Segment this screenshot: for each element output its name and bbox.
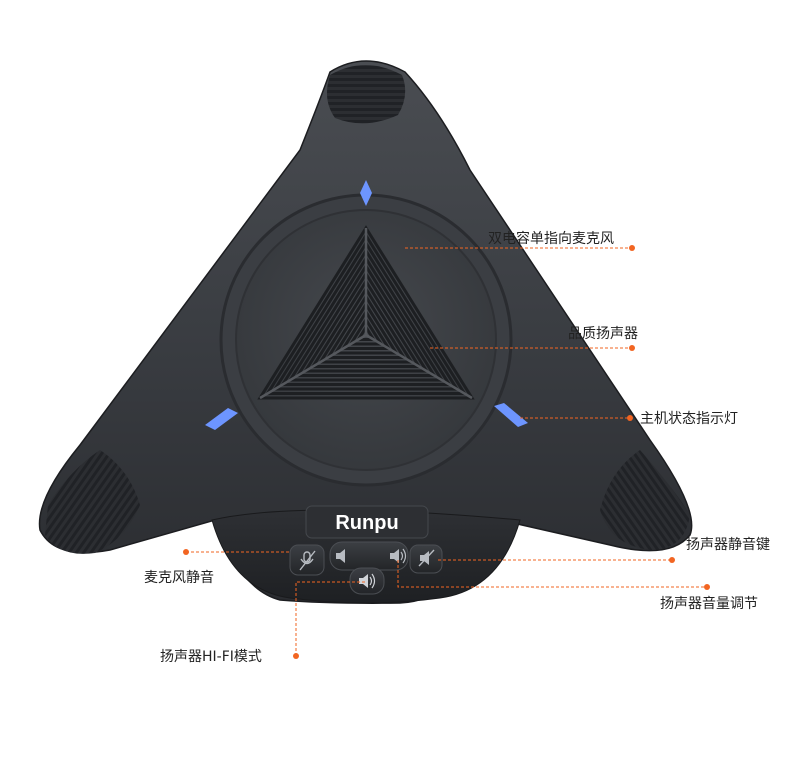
grille-slot [295,263,437,377]
callout-lines [186,247,707,656]
logo-plate [305,505,429,539]
callout-label-volume: 扬声器音量调节 [660,596,758,612]
grille-slot [333,301,399,355]
grille-slot [348,316,384,346]
callout-label-hifi: 扬声器HI-FI模式 [160,649,262,665]
grille-slot [257,225,475,400]
speaker-grille [257,225,475,400]
callout-dot-speaker-mute [669,557,675,563]
hifi-button[interactable] [349,567,385,595]
grille-divider-right [365,333,473,400]
callout-dot-mic [629,245,635,251]
callout-label-mic-mute: 麦克风静音 [144,570,214,586]
callout-dot-mic-mute [183,549,189,555]
callout-dot-speaker [629,345,635,351]
grille-slot [302,271,430,373]
status-led-top [360,180,372,206]
status-led-right [494,403,528,427]
grille-divider-left [259,333,367,400]
callout-line-hifi [295,581,365,656]
brand-logo: Runpu [335,512,398,534]
grille-slot [325,293,407,359]
hifi-speaker-icon [359,573,376,589]
speaker-mute-button[interactable] [409,544,443,574]
callout-label-speaker: 品质扬声器 [568,326,638,342]
callout-dot-volume [704,584,710,590]
callout-dot-hifi [293,653,299,659]
grille-slot [355,324,377,341]
speaker-mute-icon [418,549,435,567]
callout-dot-status-light [627,415,633,421]
grille-slot [264,232,468,395]
volume-up-icon [390,548,407,564]
mic-mute-button[interactable] [289,544,325,576]
volume-control-rocker[interactable] [329,541,409,571]
grille-slot [280,248,452,386]
volume-down-icon [336,549,345,563]
mic-mesh-right [600,450,690,550]
callout-label-status-light: 主机状态指示灯 [640,411,738,427]
mic-mesh-top [326,65,406,124]
mic-mute-icon [299,550,316,571]
status-led-left [205,408,238,430]
callout-dots [183,245,710,659]
grille-slot [287,255,445,382]
callout-label-speaker-mute: 扬声器静音键 [686,537,770,553]
callout-line-volume [397,560,707,588]
grille-slot [272,240,460,391]
grille-slot [310,278,422,368]
mic-mesh-left [45,450,140,554]
grille-slot [317,286,415,364]
grille-slot [340,309,392,350]
callout-label-mic: 双电容单指向麦克风 [488,231,614,247]
